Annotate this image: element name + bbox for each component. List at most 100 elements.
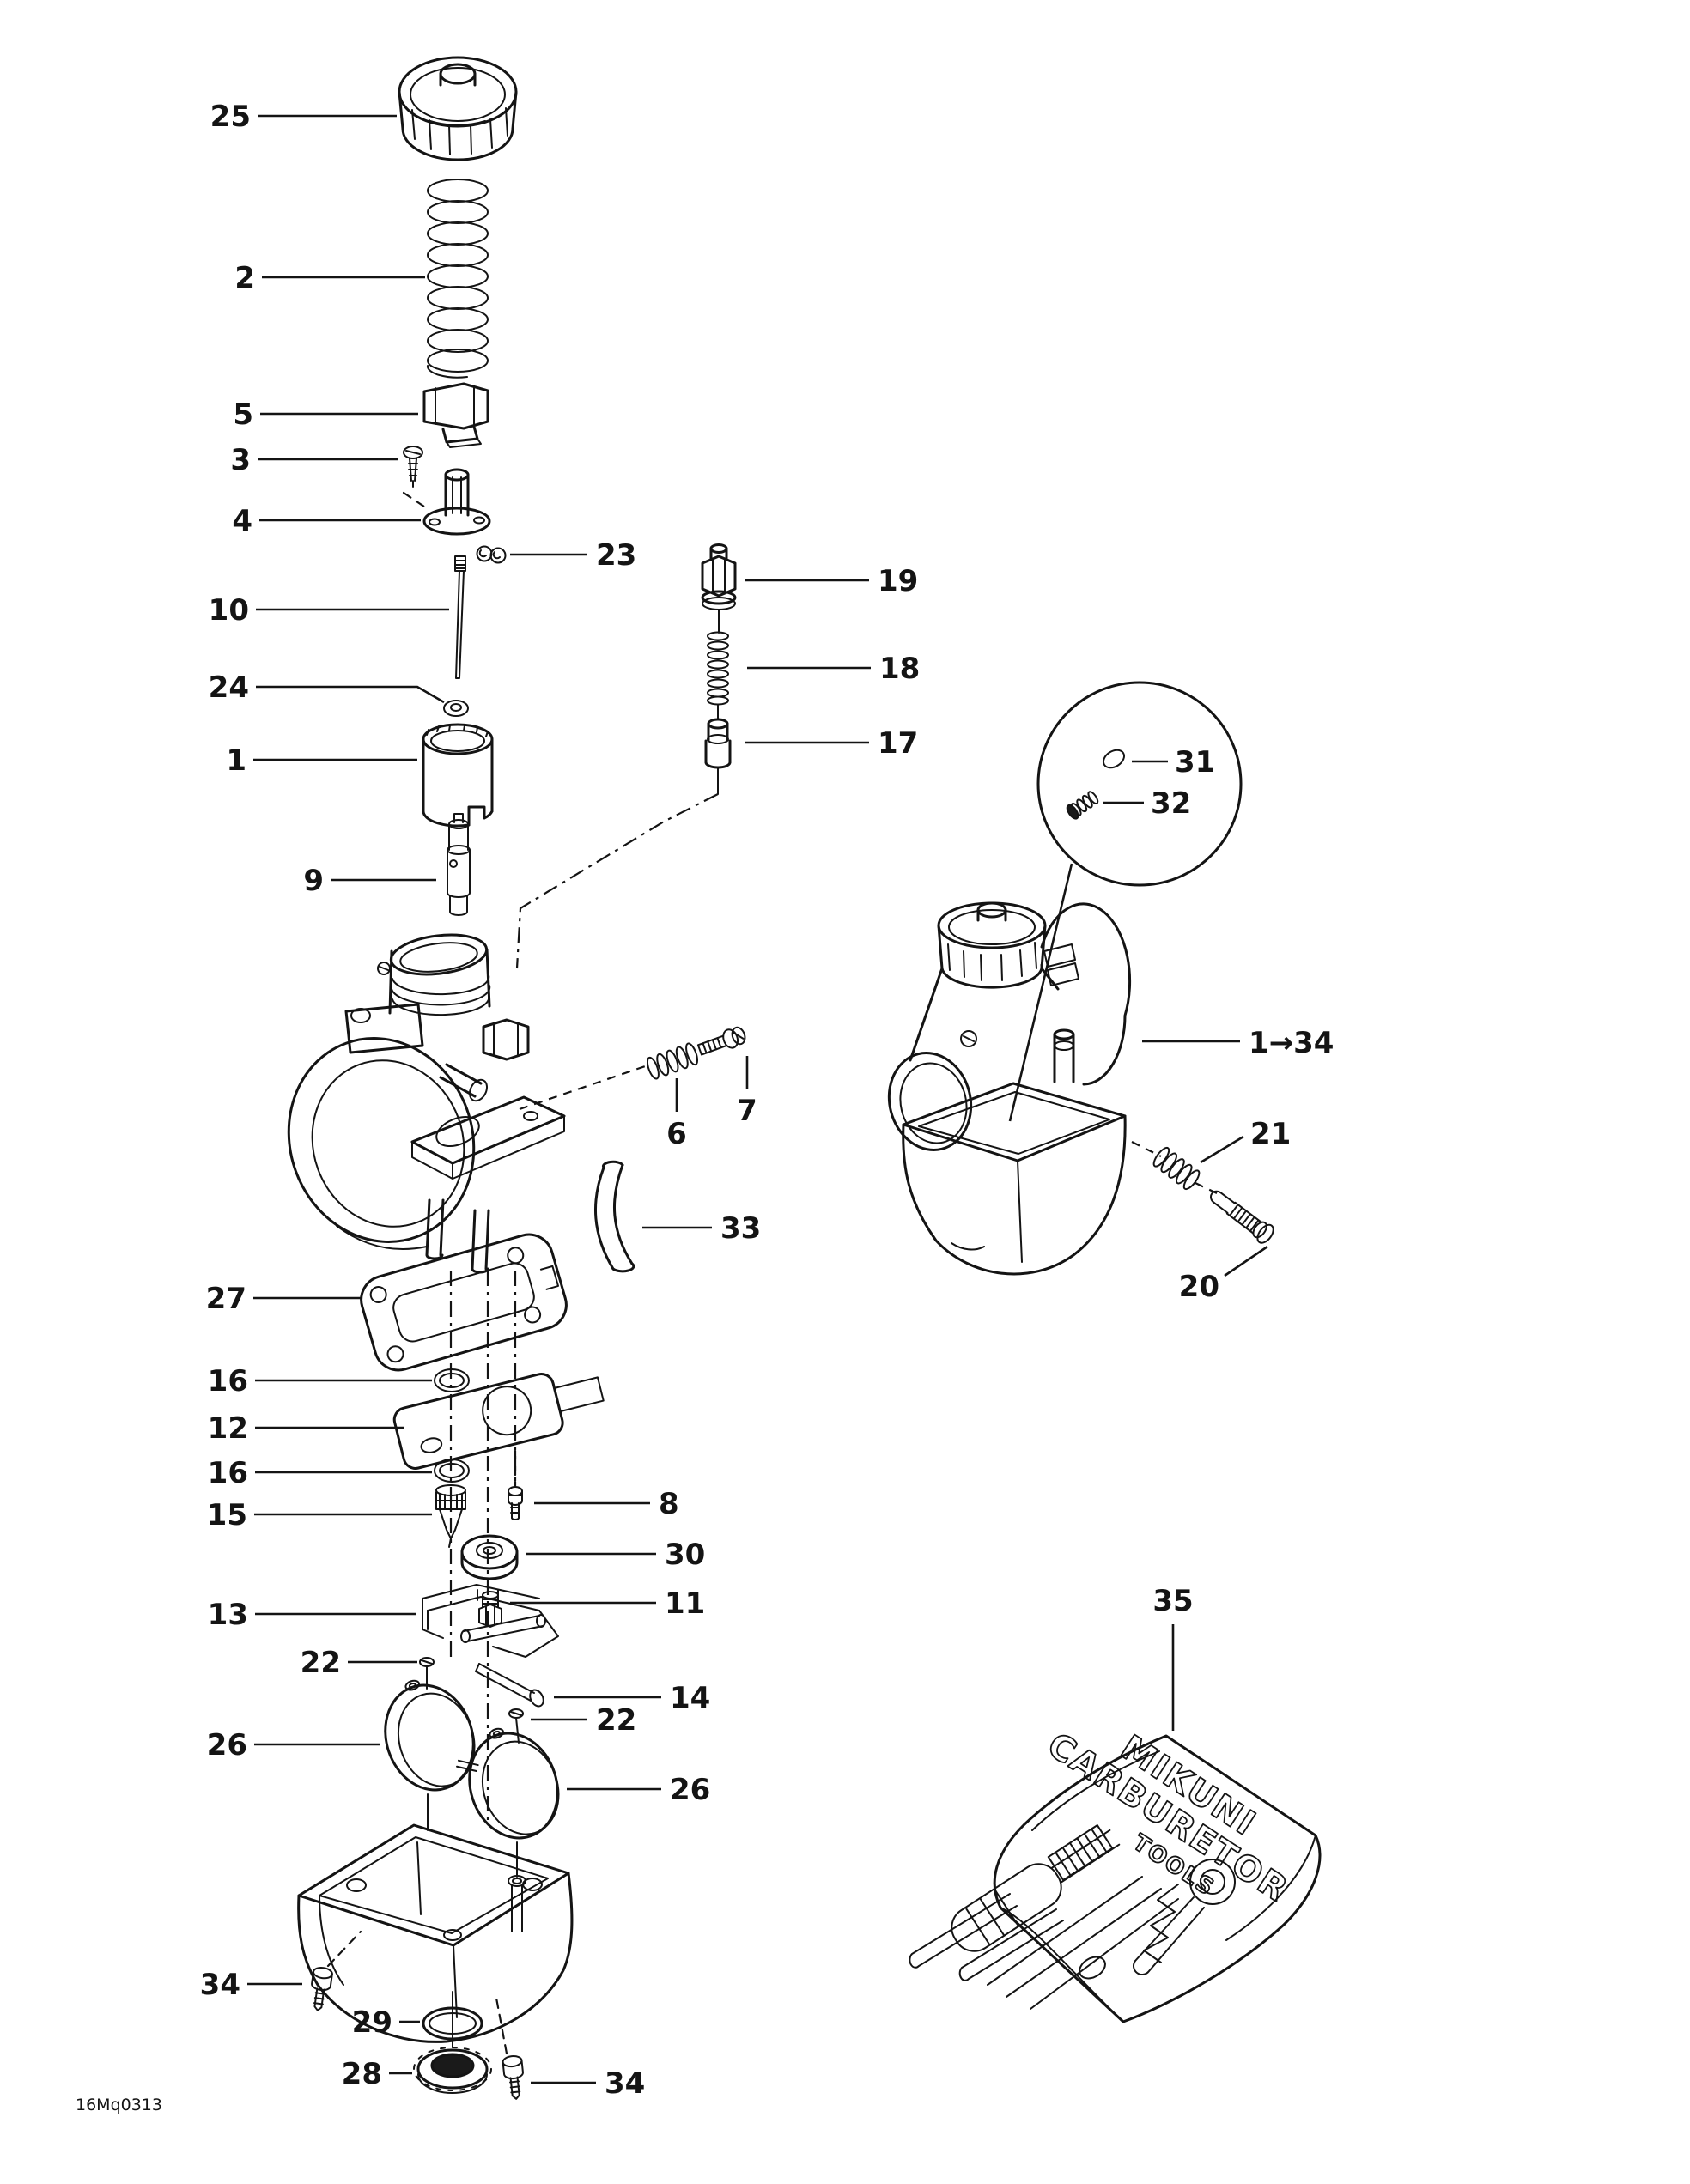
part-screw-3 (402, 446, 426, 508)
callout-label-10: 10 (209, 593, 249, 628)
callout-label-30: 30 (665, 1538, 705, 1572)
callout-16b: 16 (208, 1456, 432, 1490)
callout-17: 17 (745, 726, 918, 761)
callout-26b: 26 (567, 1773, 710, 1807)
callout-label-27: 27 (206, 1282, 246, 1316)
part-float-26a (384, 1679, 479, 1792)
callout-label-34b: 34 (605, 2066, 645, 2101)
part-cap-25 (398, 56, 518, 161)
leader-line-20 (1224, 1245, 1268, 1277)
part-bowl-gasket-27 (360, 1233, 568, 1372)
callout-label-16b: 16 (208, 1456, 248, 1490)
part-drain-plug-28 (413, 2047, 492, 2094)
callout-label-7: 7 (737, 1094, 757, 1128)
callout-label-4: 4 (232, 504, 252, 538)
callout-27: 27 (206, 1282, 361, 1316)
callout-33: 33 (642, 1211, 761, 1246)
callout-label-26b: 26 (670, 1773, 710, 1807)
callout-label-5: 5 (233, 397, 253, 432)
callout-label-assembly: 1→34 (1249, 1026, 1334, 1060)
part-spring-21 (1150, 1144, 1203, 1192)
callout-label-1: 1 (226, 743, 246, 778)
callout-label-17: 17 (878, 726, 918, 761)
callout-32: 32 (1103, 786, 1191, 821)
callout-13: 13 (208, 1598, 416, 1632)
part-spring-32 (1066, 789, 1101, 820)
axis-idle-screw (519, 1063, 651, 1111)
part-jet-19 (701, 543, 737, 634)
part-spring-seat-5 (422, 382, 489, 448)
callout-label-12: 12 (208, 1411, 248, 1446)
part-needle-valve-15 (435, 1484, 466, 1548)
part-screw-7 (696, 1026, 746, 1056)
callout-4: 4 (232, 504, 421, 538)
callout-label-26a: 26 (207, 1728, 247, 1762)
balloon-pointer-line (1008, 863, 1073, 1122)
callout-label-19: 19 (878, 564, 918, 598)
callout-35: 35 (1152, 1584, 1194, 1731)
callout-label-3: 3 (230, 443, 251, 477)
callout-label-16a: 16 (208, 1364, 248, 1398)
callout-7: 7 (737, 1056, 757, 1128)
callout-9: 9 (303, 864, 436, 898)
callout-19: 19 (745, 564, 918, 598)
callout-label-20: 20 (1179, 1270, 1219, 1304)
part-spring-6 (644, 1040, 701, 1082)
callout-label-15: 15 (207, 1498, 247, 1532)
part-float-26b (468, 1727, 560, 1840)
part-oring-16b (434, 1459, 470, 1483)
callout-14: 14 (554, 1681, 710, 1715)
leader-line-21 (1200, 1135, 1244, 1164)
part-throttle-spring-2 (426, 179, 489, 379)
part-throttle-slide-1 (422, 723, 494, 828)
callout-8: 8 (534, 1487, 679, 1521)
callout-label-24: 24 (209, 670, 249, 705)
part-e-clip-23 (476, 545, 507, 564)
callout-5: 5 (233, 397, 418, 432)
callout-11: 11 (510, 1586, 705, 1621)
callout-22b: 22 (531, 1703, 636, 1738)
callout-label-35: 35 (1152, 1584, 1193, 1618)
callout-label-32: 32 (1151, 786, 1191, 821)
callout-25: 25 (210, 100, 397, 134)
callout-24: 24 (209, 670, 445, 705)
part-carburetor-body (287, 933, 566, 1274)
part-screw-20 (1210, 1190, 1274, 1244)
part-oring-16a (434, 1368, 470, 1392)
callout-34b: 34 (531, 2066, 645, 2101)
part-screw-8 (508, 1449, 523, 1520)
callout-label-34a: 34 (200, 1968, 240, 2002)
callout-23: 23 (510, 538, 636, 573)
callout-3: 3 (230, 443, 398, 477)
callout-2: 2 (234, 261, 425, 295)
callout-label-28: 28 (342, 2057, 382, 2091)
axis-plunger-to-carb (515, 793, 719, 969)
callout-label-22b: 22 (596, 1703, 636, 1738)
callout-30: 30 (526, 1538, 705, 1572)
callout-15: 15 (207, 1498, 432, 1532)
callout-label-23: 23 (596, 538, 636, 573)
callout-20: 20 (1179, 1245, 1268, 1304)
callout-label-21: 21 (1250, 1117, 1291, 1151)
callout-label-14: 14 (670, 1681, 710, 1715)
callout-label-13: 13 (208, 1598, 248, 1632)
callout-22a: 22 (301, 1646, 417, 1680)
part-float-pin-14 (475, 1663, 544, 1708)
part-jet-needle-10 (454, 555, 466, 679)
callout-label-33: 33 (720, 1211, 761, 1246)
part-screw-22b (508, 1708, 524, 1744)
part-needle-seat-4 (422, 468, 491, 536)
callout-label-2: 2 (234, 261, 255, 295)
part-washer-24 (443, 700, 469, 717)
callout-label-31: 31 (1175, 745, 1215, 780)
callout-31: 31 (1132, 745, 1215, 780)
callout-label-6: 6 (666, 1117, 687, 1151)
callout-10: 10 (209, 593, 449, 628)
callout-21: 21 (1200, 1117, 1291, 1164)
callout-28: 28 (342, 2057, 412, 2091)
detail-balloon (1008, 681, 1243, 1122)
callout-34a: 34 (200, 1968, 302, 2002)
callout-label-8: 8 (659, 1487, 679, 1521)
part-oring-31 (1102, 749, 1126, 769)
